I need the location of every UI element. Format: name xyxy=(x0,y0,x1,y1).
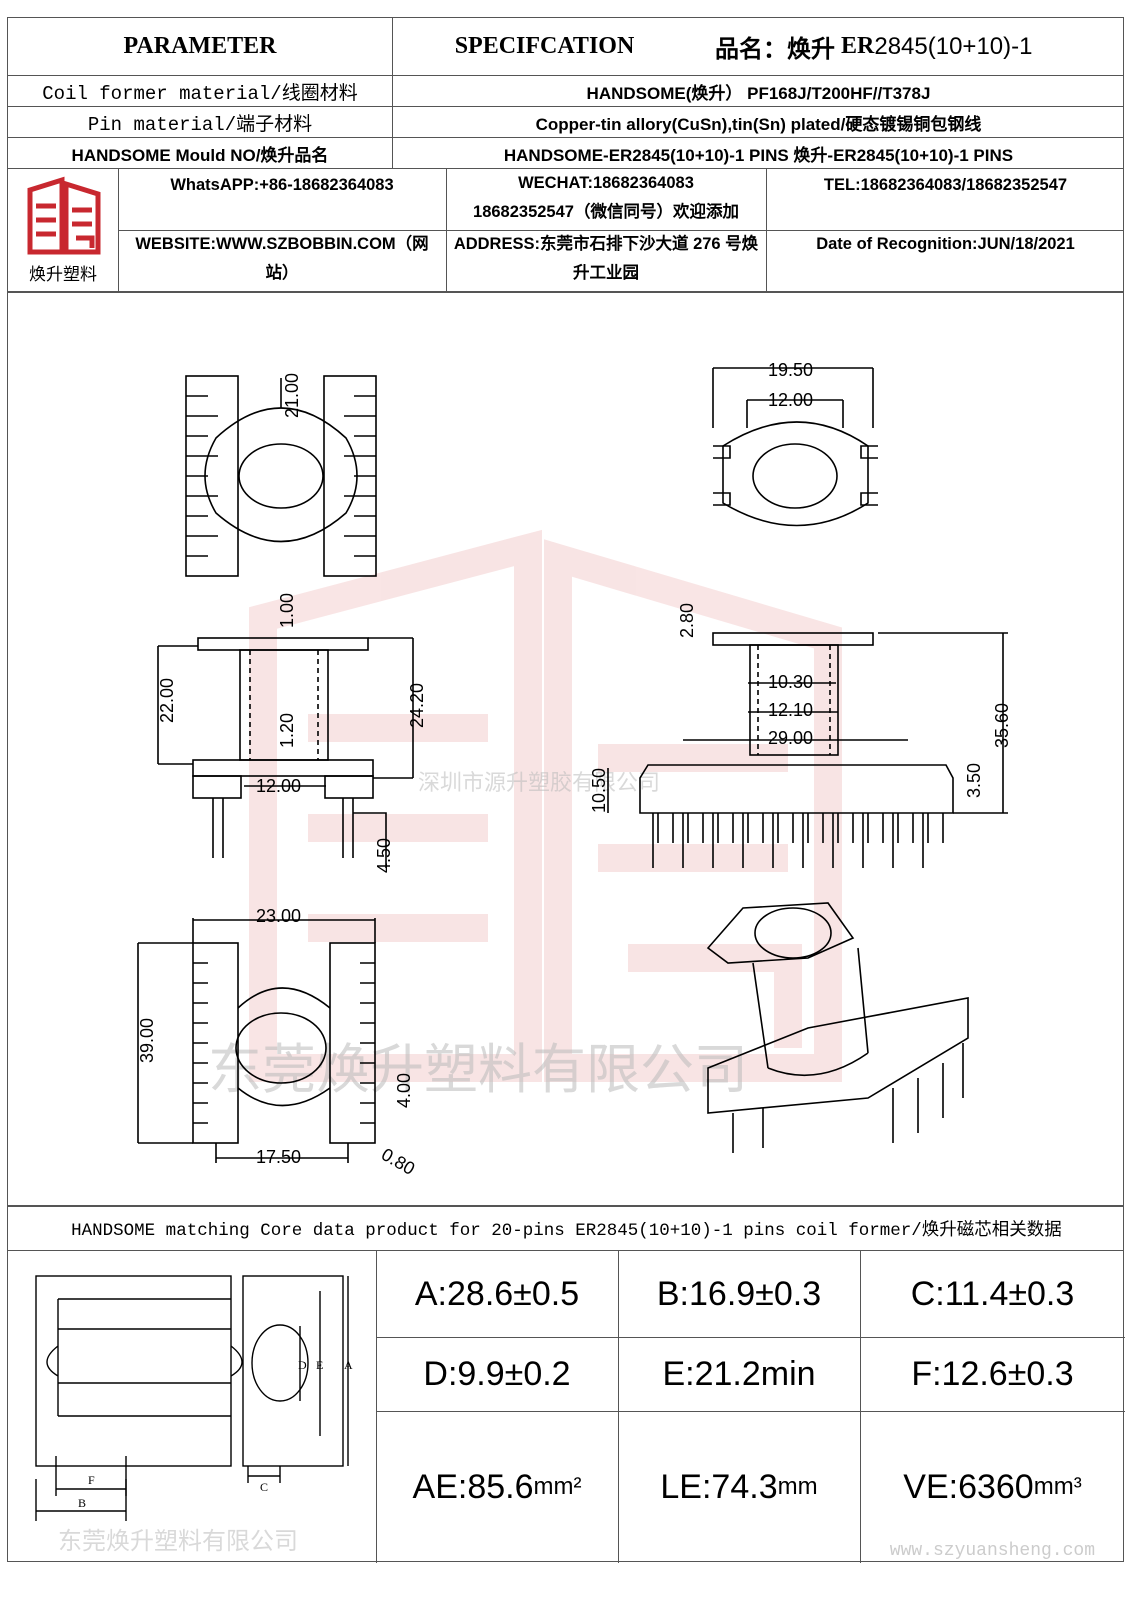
watermark-mid-text: 东莞焕升塑料有限公司 xyxy=(208,1040,748,1100)
dim-12-bottom: 12.00 xyxy=(256,776,301,796)
core-c-value: C:11.4±0.3 xyxy=(910,1274,1075,1313)
pin-material-row: Pin material/端子材料 Copper-tin allory(CuSn… xyxy=(8,107,1123,138)
mould-no-value: HANDSOME-ER2845(10+10)-1 PINS 焕升-ER2845(… xyxy=(503,145,1014,165)
core-watermark-text: 东莞焕升塑料有限公司 xyxy=(58,1528,298,1555)
core-f-value: F:12.6±0.3 xyxy=(911,1354,1074,1393)
dim-29: 29.00 xyxy=(768,728,813,748)
dim-1-2: 1.20 xyxy=(277,713,297,748)
header-row: PARAMETER SPECIFCATION 品名： 焕升 ER 2845(10… xyxy=(8,18,1123,76)
dim-23: 23.00 xyxy=(256,906,301,926)
spec-sheet: PARAMETER SPECIFCATION 品名： 焕升 ER 2845(10… xyxy=(7,17,1125,1563)
whatsapp-text: WhatsAPP:+86-18682364083 xyxy=(170,176,394,194)
core-label-e: E xyxy=(316,1358,323,1372)
core-b-value: B:16.9±0.3 xyxy=(656,1274,822,1313)
core-label-c: C xyxy=(260,1480,268,1494)
mould-no-row: HANDSOME Mould NO/焕升品名 HANDSOME-ER2845(1… xyxy=(8,138,1123,169)
dim-21: 21.00 xyxy=(282,373,302,418)
dim-24-2: 24.20 xyxy=(407,683,427,728)
core-diagram: D E A F B C 东莞焕升塑料有限公司 xyxy=(35,1275,353,1555)
parameter-heading: PARAMETER xyxy=(123,33,277,59)
wechat-text: WECHAT:18682364083 18682352547（微信同号）欢迎添加 xyxy=(446,169,766,230)
dim-12-1: 12.10 xyxy=(768,700,813,720)
core-title-row: HANDSOME matching Core data product for … xyxy=(8,1205,1123,1251)
core-e-value: E:21.2min xyxy=(662,1354,816,1393)
top-view xyxy=(185,375,377,577)
dim-4: 4.00 xyxy=(394,1073,414,1108)
logo-mark-icon xyxy=(27,176,101,254)
wechat-line2: 18682352547（微信同号）欢迎添加 xyxy=(473,203,739,221)
core-d-value: D:9.9±0.2 xyxy=(423,1354,571,1393)
core-le-value: LE:74.3 xyxy=(660,1467,778,1506)
isometric-view xyxy=(706,902,969,1153)
bottom-view xyxy=(137,918,376,1163)
core-ae-unit: mm² xyxy=(533,1473,582,1500)
dim-4-5: 4.50 xyxy=(374,838,394,873)
dim-10-3: 10.30 xyxy=(768,672,813,692)
address-text: ADDRESS:东莞市石排下沙大道 276 号焕升工业园 xyxy=(453,235,759,282)
watermark-top-text: 深圳市源升塑胶有限公司 xyxy=(418,770,660,795)
contact-block: 焕升塑料 WhatsAPP:+86-18682364083 WECHAT:186… xyxy=(8,169,1123,293)
side-view xyxy=(157,637,414,868)
specification-heading: SPECIFCATION xyxy=(454,33,635,59)
product-name: 品名： 焕升 ER 2845(10+10)-1 xyxy=(697,18,1125,75)
company-logo: 焕升塑料 xyxy=(8,169,118,291)
core-label-d: D xyxy=(298,1358,307,1372)
mould-no-label: HANDSOME Mould NO/焕升品名 xyxy=(71,145,329,165)
recognition-date: Date of Recognition:JUN/18/2021 xyxy=(816,235,1075,253)
core-ve-unit: mm³ xyxy=(1033,1473,1082,1500)
dim-3-5: 3.50 xyxy=(964,763,984,798)
core-ae-value: AE:85.6 xyxy=(412,1467,534,1506)
dim-0-8: 0.80 xyxy=(378,1144,418,1179)
wechat-line1: WECHAT:18682364083 xyxy=(518,174,694,192)
core-title: HANDSOME matching Core data product for … xyxy=(71,1221,1062,1241)
technical-drawing: 深圳市源升塑胶有限公司 东莞焕升塑料有限公司 xyxy=(137,360,1012,1179)
core-ve-value: VE:6360 xyxy=(903,1467,1034,1506)
front-view xyxy=(607,632,1008,868)
watermark-logo-icon xyxy=(249,529,842,1082)
core-label-b: B xyxy=(78,1496,86,1510)
coil-material-row: Coil former material/线圈材料 HANDSOME(焕升） P… xyxy=(8,76,1123,107)
core-le-unit: mm xyxy=(777,1473,818,1500)
tel-text: TEL:18682364083/18682352547 xyxy=(823,176,1068,194)
url-watermark: www.szyuansheng.com xyxy=(889,1541,1095,1561)
dim-35-6: 35.60 xyxy=(992,703,1012,748)
end-view xyxy=(712,367,878,527)
product-name-label: 品名： xyxy=(715,36,787,63)
core-data-section: D E A F B C 东莞焕升塑料有限公司 A:28.6±0.5 B:16.9… xyxy=(8,1251,1125,1563)
product-name-model: 2845(10+10)-1 xyxy=(874,32,1033,60)
core-label-a: A xyxy=(344,1358,353,1372)
pin-material-label: Pin material/端子材料 xyxy=(87,113,313,136)
website-text: WEBSITE:WWW.SZBOBBIN.COM（网站） xyxy=(135,235,429,282)
dim-10-5: 10.50 xyxy=(589,768,609,813)
dim-22: 22.00 xyxy=(157,678,177,723)
coil-material-value: HANDSOME(焕升） PF168J/T200HF//T378J xyxy=(586,83,931,103)
core-a-value: A:28.6±0.5 xyxy=(414,1274,580,1313)
dim-17-5: 17.50 xyxy=(256,1147,301,1167)
dim-2-8: 2.80 xyxy=(677,603,697,638)
dim-1: 1.00 xyxy=(277,593,297,628)
core-label-f: F xyxy=(88,1473,95,1487)
dim-12: 12.00 xyxy=(768,390,813,410)
pin-material-value: Copper-tin allory(CuSn),tin(Sn) plated/硬… xyxy=(535,114,982,134)
dim-39: 39.00 xyxy=(137,1018,157,1063)
logo-caption: 焕升塑料 xyxy=(29,264,97,284)
product-name-brand: 焕升 xyxy=(787,36,835,63)
product-name-model-prefix: ER xyxy=(841,33,875,59)
dim-19-5: 19.50 xyxy=(768,360,813,380)
coil-material-label: Coil former material/线圈材料 xyxy=(42,82,358,105)
